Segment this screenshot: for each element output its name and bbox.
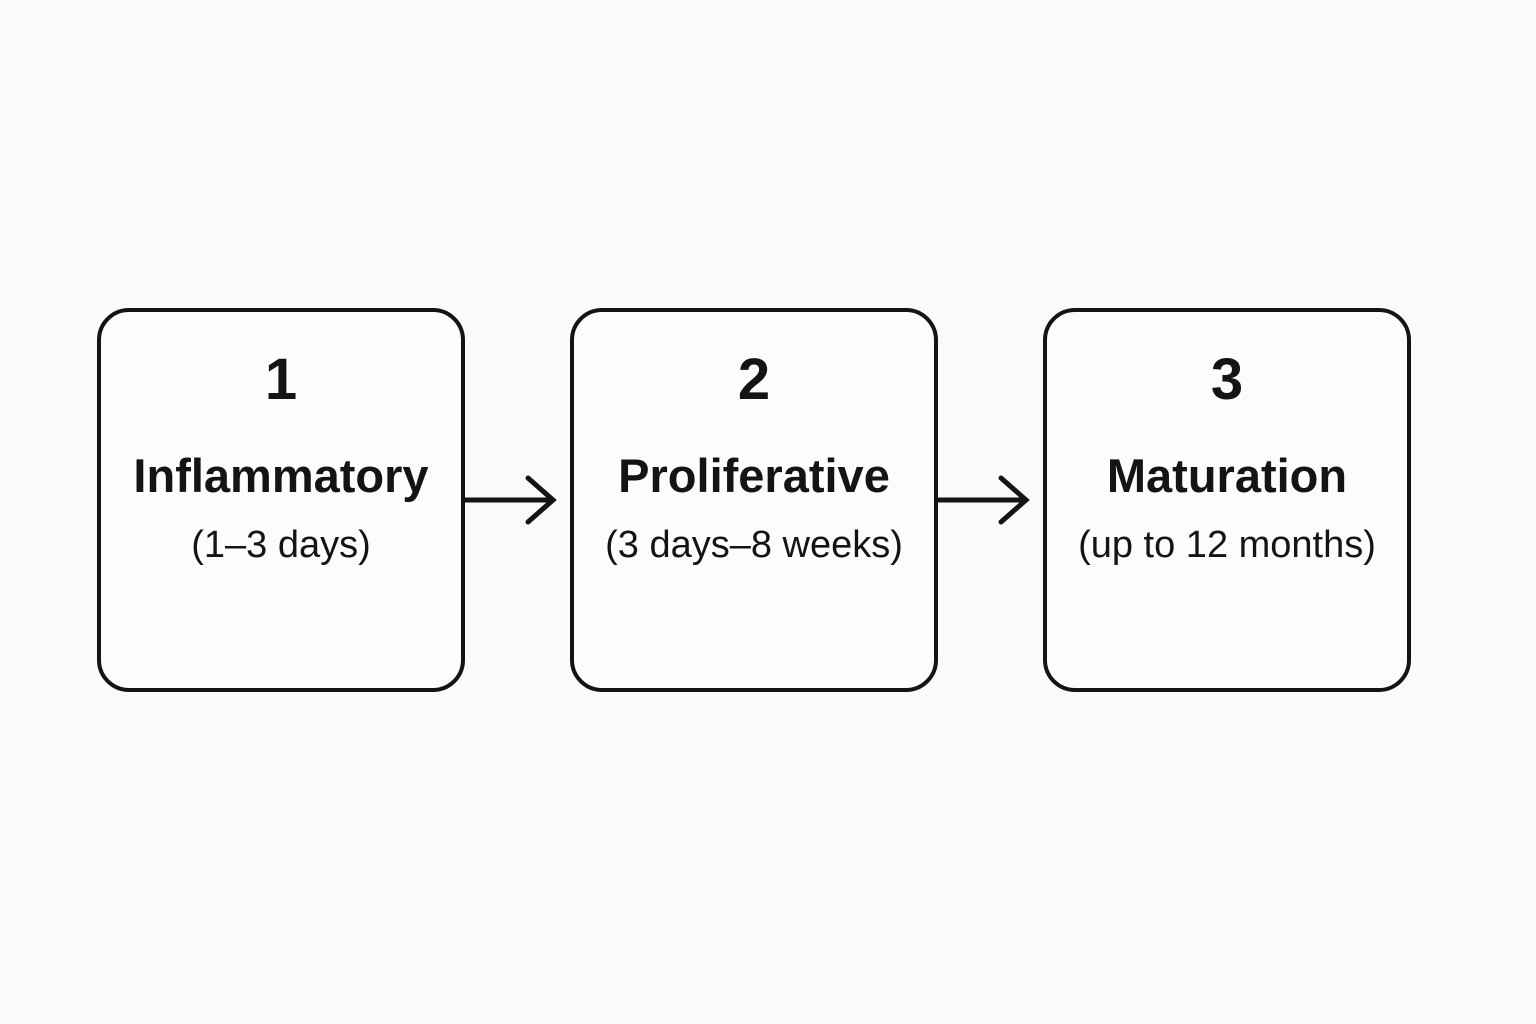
arrow-right-icon	[938, 475, 1030, 525]
step-label: Maturation	[1106, 449, 1348, 502]
step-duration: (1–3 days)	[191, 524, 371, 566]
step-number: 1	[264, 347, 298, 412]
flow-steps-row: 1 Inflammatory (1–3 days) 2 Proliferativ…	[97, 308, 1411, 692]
step-label: Inflammatory	[133, 449, 429, 502]
step-box-inflammatory: 1 Inflammatory (1–3 days)	[97, 308, 465, 692]
step-label: Proliferative	[618, 449, 890, 502]
step-number: 2	[737, 347, 771, 412]
step-box-proliferative: 2 Proliferative (3 days–8 weeks)	[570, 308, 938, 692]
step-duration: (up to 12 months)	[1078, 524, 1376, 566]
step-box-maturation: 3 Maturation (up to 12 months)	[1043, 308, 1411, 692]
step-duration: (3 days–8 weeks)	[605, 524, 903, 566]
arrow-right-icon	[465, 475, 557, 525]
step-number: 3	[1210, 347, 1244, 412]
